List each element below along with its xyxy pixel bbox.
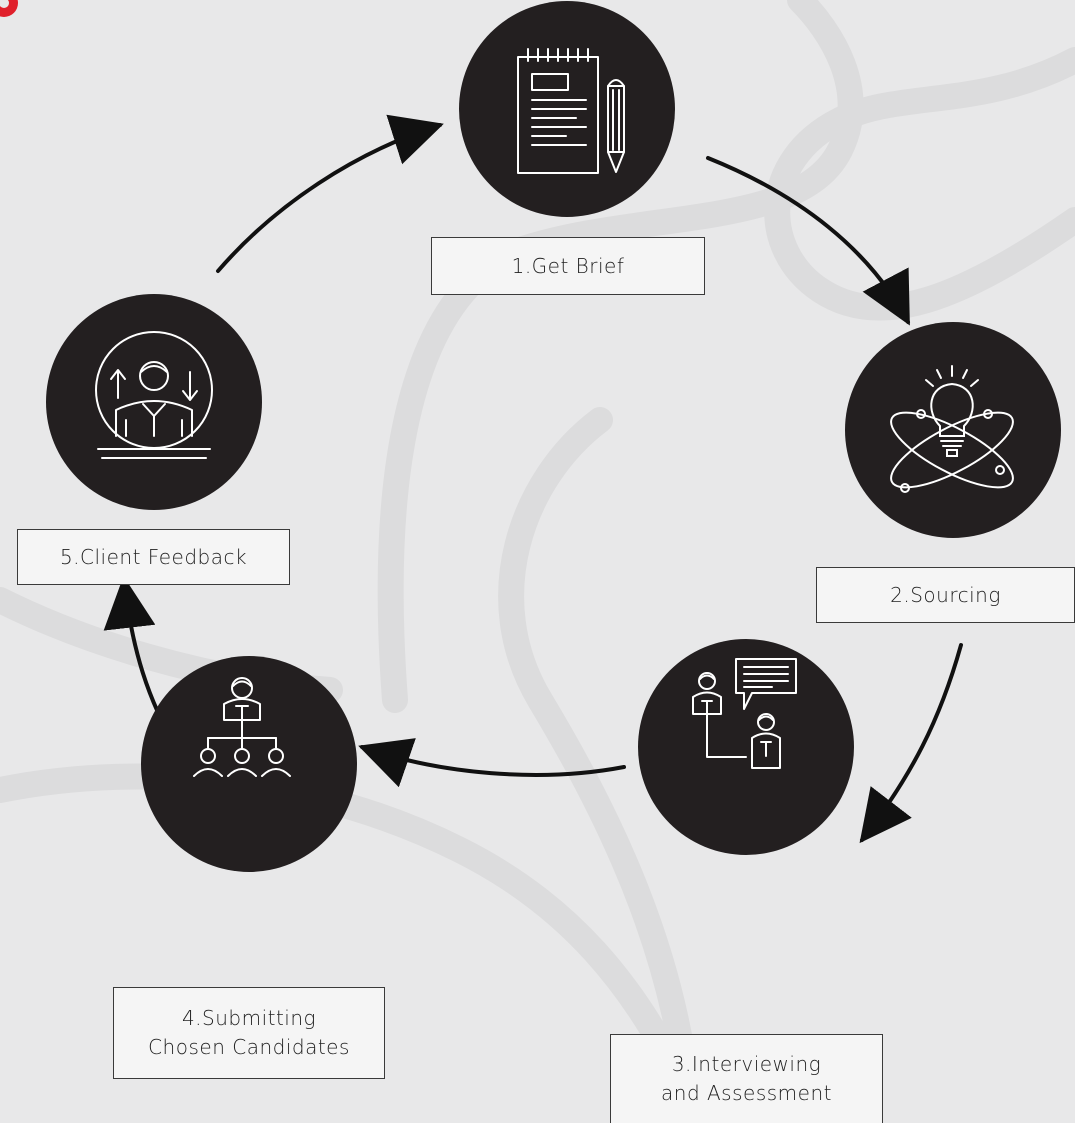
step-2-circle (845, 322, 1061, 538)
step-4-label-line-2: Chosen Candidates (148, 1035, 350, 1059)
arrow-1-to-2 (706, 156, 910, 326)
step-3-label-line-2: and Assessment (661, 1081, 832, 1105)
step-3-label: 3.Interviewing and Assessment (610, 1034, 883, 1123)
brand-logo-fragment (0, 0, 18, 17)
step-4-label: 4.Submitting Chosen Candidates (113, 987, 385, 1079)
step-3-circle (638, 639, 854, 855)
step-1-label-text: 1.Get Brief (511, 253, 625, 278)
arrow-2-to-3 (859, 643, 963, 844)
interview-chat-icon (692, 658, 797, 769)
notepad-pencil-icon (517, 48, 625, 174)
lightbulb-atom-icon (890, 365, 1014, 493)
step-2-label-text: 2.Sourcing (890, 582, 1001, 607)
step-5-label: 5.Client Feedback (17, 529, 290, 585)
step-1-label: 1.Get Brief (431, 237, 705, 295)
step-5-label-text: 5.Client Feedback (59, 544, 248, 569)
feedback-person-icon (95, 331, 213, 459)
arrow-5-to-1 (216, 114, 444, 273)
cycle-arrows (103, 114, 963, 844)
step-4-circle (141, 656, 357, 872)
step-3-label-line-1: 3.Interviewing (671, 1052, 822, 1076)
arrow-3-to-4 (358, 738, 626, 788)
step-4-label-line-1: 4.Submitting (181, 1006, 317, 1030)
step-2-label: 2.Sourcing (816, 567, 1075, 623)
org-chart-icon (193, 677, 291, 777)
